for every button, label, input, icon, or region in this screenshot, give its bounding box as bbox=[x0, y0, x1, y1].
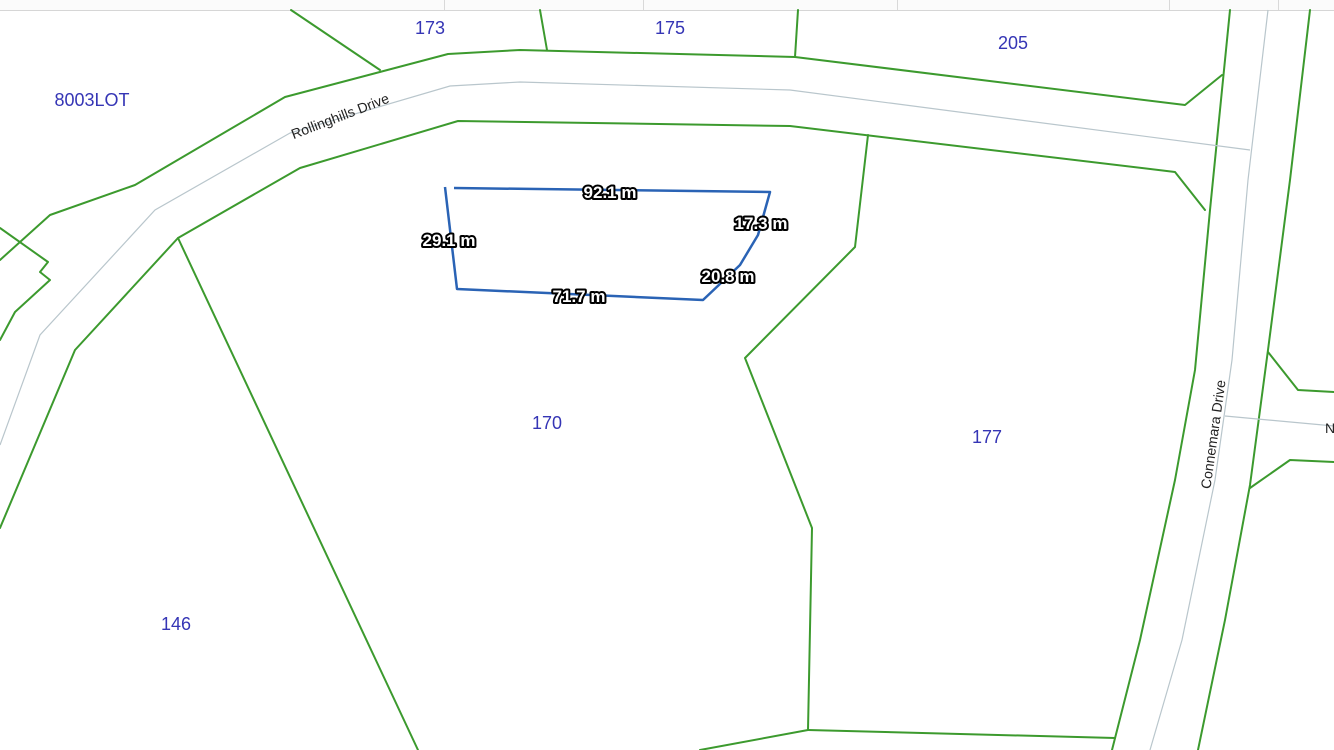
road-label-partial: N bbox=[1325, 420, 1334, 436]
map-toolbar-strip bbox=[0, 0, 1334, 11]
lot-label-205[interactable]: 205 bbox=[998, 33, 1028, 53]
lot-boundary bbox=[539, 9, 548, 51]
lot-boundary bbox=[177, 237, 419, 750]
measure-outline bbox=[443, 186, 772, 302]
measurement-labels: 92.1 m 29.1 m 17.3 m 20.8 m 71.7 m bbox=[421, 181, 790, 308]
lot-label-175[interactable]: 175 bbox=[655, 18, 685, 38]
road-centerlines bbox=[0, 9, 1334, 750]
measure-label-right-lower: 20.8 m bbox=[702, 267, 755, 286]
lot-label-170[interactable]: 170 bbox=[532, 413, 562, 433]
road-edge-south bbox=[0, 120, 1206, 529]
property-boundaries bbox=[0, 9, 1334, 750]
road-label-connemara: Connemara Drive bbox=[1197, 379, 1228, 490]
measure-label-left: 29.1 m bbox=[423, 231, 476, 250]
lot-boundary bbox=[290, 9, 381, 71]
rollinghills-centerline bbox=[0, 81, 1251, 446]
road-edge-north bbox=[0, 49, 1223, 261]
toolbar-separator bbox=[444, 0, 445, 10]
road-label-rollinghills: Rollinghills Drive bbox=[289, 90, 392, 142]
measurement-polygon[interactable] bbox=[443, 186, 772, 302]
lot-label-177[interactable]: 177 bbox=[972, 427, 1002, 447]
lot-boundary bbox=[1267, 351, 1334, 393]
lot-boundary bbox=[807, 729, 1116, 739]
lot-boundary bbox=[699, 729, 809, 750]
lot-boundary bbox=[794, 9, 799, 58]
toolbar-separator bbox=[643, 0, 644, 10]
lot-labels: 8003LOT 173 175 205 170 177 146 bbox=[54, 18, 1028, 634]
lot-label-8003[interactable]: 8003LOT bbox=[54, 90, 129, 110]
road-edge-west bbox=[1111, 9, 1231, 750]
road-edge-east bbox=[1197, 9, 1311, 750]
measure-label-top: 92.1 m bbox=[584, 183, 637, 202]
lot-label-146[interactable]: 146 bbox=[161, 614, 191, 634]
toolbar-separator bbox=[1169, 0, 1170, 10]
toolbar-separator bbox=[1278, 0, 1279, 10]
lot-boundary bbox=[1249, 459, 1334, 489]
lot-boundary bbox=[0, 227, 51, 341]
measure-label-right-upper: 17.3 m bbox=[735, 214, 788, 233]
lot-boundary bbox=[744, 134, 869, 731]
lot-label-173[interactable]: 173 bbox=[415, 18, 445, 38]
toolbar-separator bbox=[897, 0, 898, 10]
connemara-centerline bbox=[1149, 9, 1269, 750]
measure-label-bottom: 71.7 m bbox=[553, 287, 606, 306]
side-road-centerline bbox=[1224, 415, 1334, 427]
